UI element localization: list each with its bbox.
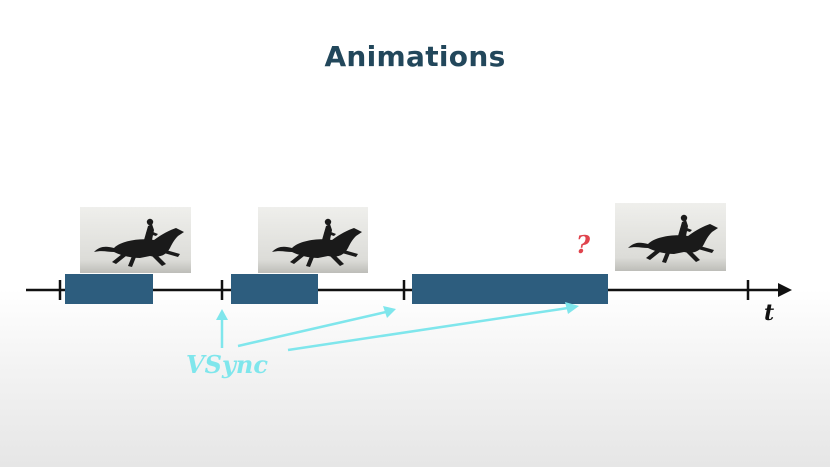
galloping-horse-photo-2 bbox=[258, 207, 368, 273]
frame-bar-1 bbox=[65, 274, 153, 304]
vsync-arrow-long bbox=[287, 306, 569, 352]
vsync-label: VSync bbox=[186, 350, 268, 379]
arrowhead bbox=[565, 302, 579, 314]
frame-bar-3-overrun bbox=[412, 274, 608, 304]
axis-arrowhead bbox=[778, 283, 792, 297]
slide-title: Animations bbox=[324, 40, 506, 73]
arrowhead bbox=[383, 306, 396, 318]
frame-bar-2 bbox=[231, 274, 318, 304]
galloping-horse-photo-1 bbox=[80, 207, 191, 273]
arrowhead bbox=[216, 309, 228, 320]
time-axis-label: t bbox=[764, 300, 775, 326]
missed-frame-question-mark: ? bbox=[576, 230, 591, 259]
vsync-arrow-mid bbox=[237, 310, 387, 348]
vsync-arrows bbox=[216, 302, 579, 352]
galloping-horse-photo-3 bbox=[615, 203, 726, 271]
